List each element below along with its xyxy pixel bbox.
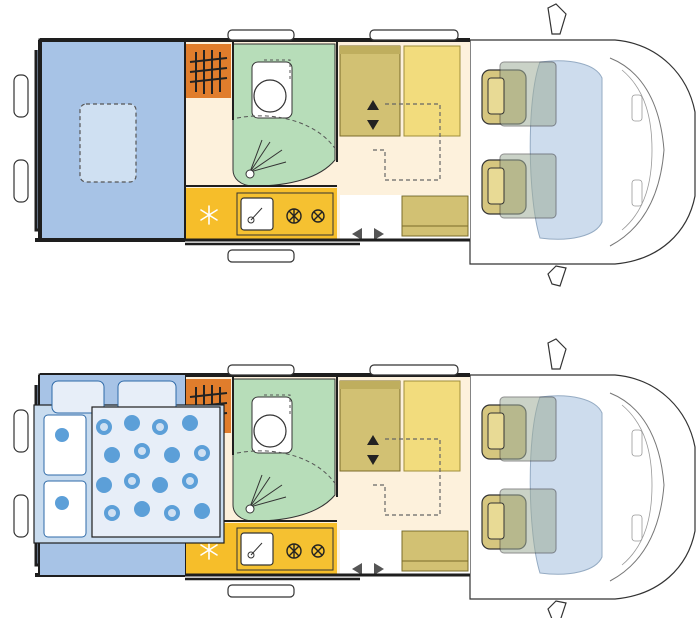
floorplan-night [12,337,697,618]
made-bed [33,375,225,575]
floorplan-day [12,2,697,288]
